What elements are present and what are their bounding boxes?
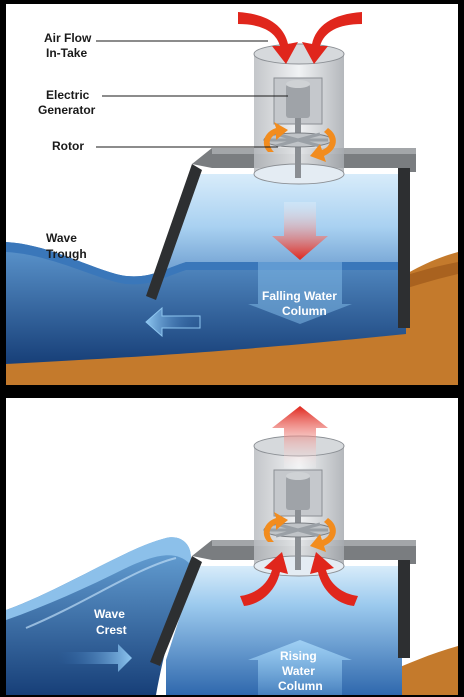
wave-direction-arrow-left: [145, 306, 201, 338]
air-exhaust-arrow-up: [272, 406, 328, 468]
label-wave-trough-2: Trough: [46, 247, 87, 261]
falling-water-arrow: [248, 262, 352, 324]
label-generator-1: Electric: [46, 88, 90, 102]
air-intake-arrow-right: [302, 12, 362, 64]
chamber-back-wall: [398, 168, 410, 328]
label-wave-crest-2: Crest: [96, 623, 127, 637]
chamber-front-wall-bottom: [150, 556, 202, 666]
label-falling-2: Column: [282, 304, 327, 318]
label-rising-2: Water: [282, 664, 315, 678]
rotor-arrow-right: [310, 128, 336, 162]
rising-air-arrow-left: [240, 552, 288, 606]
label-rotor: Rotor: [52, 139, 84, 153]
chamber-front-wall: [146, 164, 202, 300]
rotor-arrow-left-bottom: [263, 512, 288, 542]
rising-water-arrow: [248, 640, 352, 695]
top-panel-exhale: Air Flow In-Take Electric Generator Roto…: [6, 4, 458, 385]
wave-direction-arrow-right: [58, 644, 132, 672]
air-intake-arrow-left: [238, 12, 298, 64]
label-wave-crest-1: Wave: [94, 607, 125, 621]
falling-air-arrow: [272, 202, 328, 260]
chamber-back-wall-bottom: [398, 560, 410, 658]
label-air-flow-1: Air Flow: [44, 31, 92, 45]
sand-seabed-bottom: [306, 646, 458, 695]
rising-air-arrow-right: [310, 552, 358, 606]
rotor-arrow-right-bottom: [310, 518, 336, 552]
label-rising-1: Rising: [280, 649, 317, 663]
label-falling-1: Falling Water: [262, 289, 337, 303]
bottom-panel-inhale: Wave Crest Rising Water Column: [6, 398, 458, 695]
rotor-arrow-left: [263, 122, 288, 152]
label-generator-2: Generator: [38, 103, 96, 117]
label-air-flow-2: In-Take: [46, 46, 87, 60]
top-diagram: Air Flow In-Take Electric Generator Roto…: [6, 12, 458, 385]
label-wave-trough-1: Wave: [46, 231, 77, 245]
wave-crest: [6, 537, 191, 695]
bottom-diagram: Wave Crest Rising Water Column: [6, 406, 458, 695]
label-rising-3: Column: [278, 679, 323, 693]
